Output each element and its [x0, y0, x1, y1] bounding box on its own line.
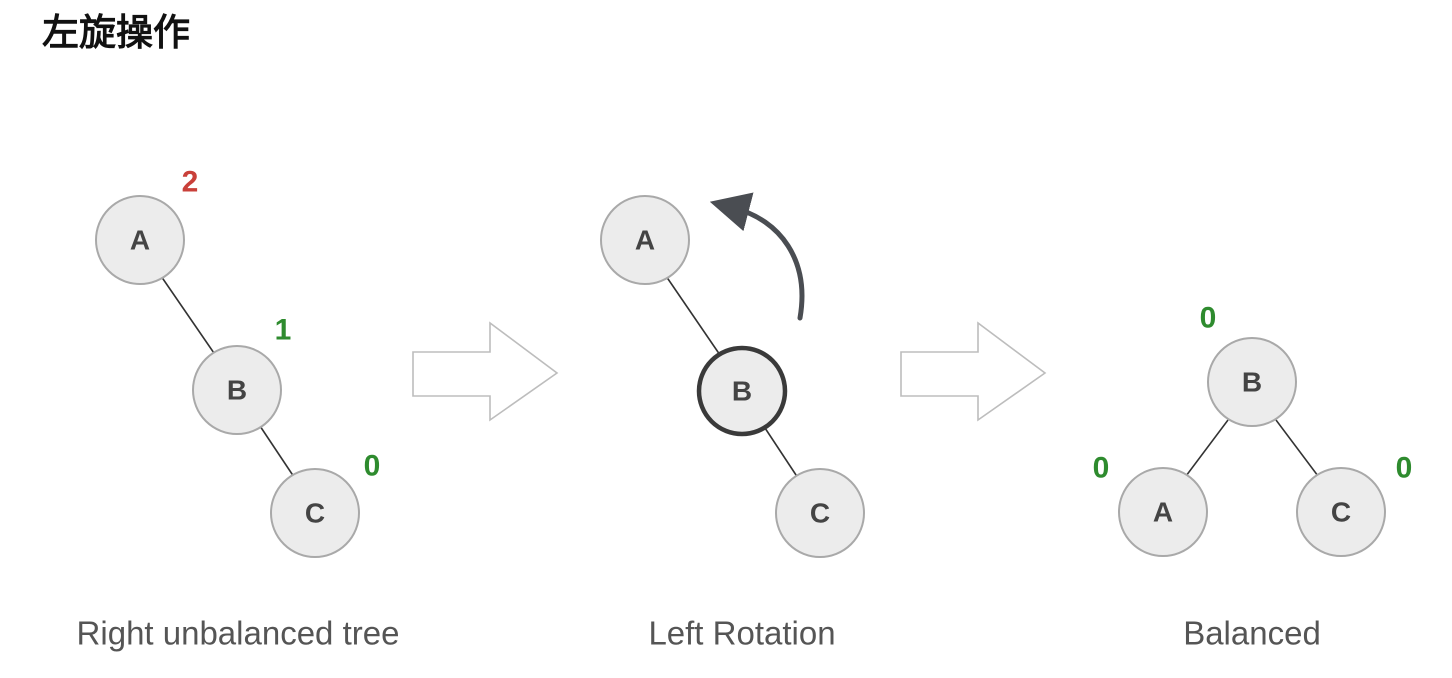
- page-title: 左旋操作: [42, 11, 190, 54]
- balance-factor-b: 0: [1200, 302, 1217, 335]
- node-a: A: [95, 195, 185, 285]
- node-c: C: [1296, 467, 1386, 557]
- node-a: A: [1118, 467, 1208, 557]
- node-b-label: B: [227, 375, 247, 406]
- node-a: A: [600, 195, 690, 285]
- node-c: C: [775, 468, 865, 558]
- caption-balanced: Balanced: [1183, 615, 1321, 652]
- node-b: B: [192, 345, 282, 435]
- node-c: C: [270, 468, 360, 558]
- panel-left-rotation: A B C Left Rotation: [600, 192, 865, 652]
- right-arrow-icon: [900, 321, 1047, 422]
- node-c-label: C: [810, 498, 830, 529]
- node-b-label: B: [1242, 367, 1262, 398]
- balance-factor-c: 0: [1396, 452, 1413, 485]
- caption-unbalanced: Right unbalanced tree: [77, 615, 400, 652]
- edge-b-c: [764, 427, 799, 479]
- balance-factor-b: 1: [275, 314, 292, 347]
- edge-b-a: [1185, 419, 1229, 477]
- right-arrow-icon: [412, 321, 559, 422]
- balance-factor-a: 0: [1093, 452, 1110, 485]
- node-b-highlighted: B: [696, 345, 788, 437]
- edge-b-c: [1275, 419, 1319, 477]
- curved-arrow-icon: [709, 192, 805, 321]
- node-a-label: A: [1153, 497, 1173, 528]
- node-b: B: [1207, 337, 1297, 427]
- node-c-label: C: [1331, 497, 1351, 528]
- balance-factor-a: 2: [182, 166, 199, 199]
- node-a-label: A: [635, 225, 655, 256]
- node-a-label: A: [130, 225, 150, 256]
- panel-balanced: B A C 0 0 0 Balanced: [1093, 302, 1413, 652]
- edge-b-c: [259, 425, 295, 478]
- caption-left-rotation: Left Rotation: [648, 615, 835, 652]
- node-b-label: B: [732, 376, 752, 407]
- edge-a-b: [665, 275, 721, 356]
- edge-a-b: [160, 275, 217, 357]
- balance-factor-c: 0: [364, 450, 381, 483]
- panel-unbalanced: A B C 2 1 0 Right unbalanced tree: [77, 166, 400, 652]
- node-c-label: C: [305, 498, 325, 529]
